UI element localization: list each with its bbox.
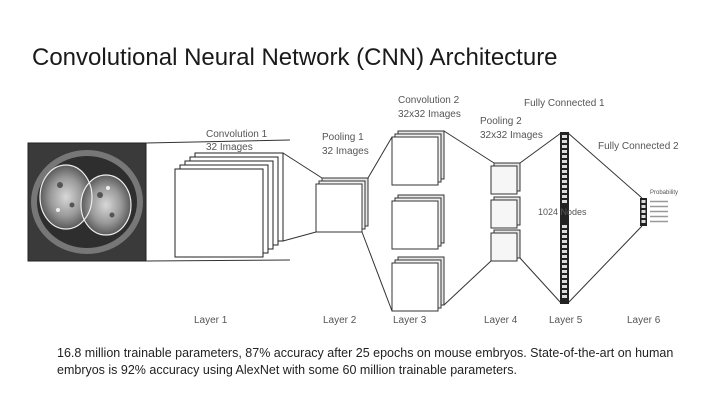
- fc2-node: [641, 205, 646, 208]
- fc2-node: [641, 200, 646, 203]
- fc1-node-column: [560, 132, 569, 304]
- diagram-labels: Convolution 1 32 Images Pooling 1 32 Ima…: [206, 95, 679, 217]
- fc2-title: Fully Connected 2: [598, 141, 679, 152]
- fc1-node: [562, 240, 567, 243]
- fc1-node: [562, 135, 567, 138]
- fc1-node: [562, 295, 567, 298]
- pool2-feature-maps: [490, 162, 521, 262]
- fc1-node: [562, 230, 567, 233]
- fc1-node: [562, 160, 567, 163]
- fc1-title: Fully Connected 1: [524, 98, 605, 109]
- conv2-subtitle: 32x32 Images: [398, 109, 461, 120]
- fc1-node: [562, 260, 567, 263]
- fc1-node: [562, 175, 567, 178]
- fc1-node: [562, 180, 567, 183]
- layer-label: Layer 4: [484, 315, 518, 326]
- fc2-node: [641, 215, 646, 218]
- fc1-node: [562, 140, 567, 143]
- fc1-node: [562, 280, 567, 283]
- conv2-title: Convolution 2: [398, 95, 460, 106]
- fc1-node: [562, 275, 567, 278]
- pool2-title: Pooling 2: [480, 116, 522, 127]
- fc2-output-nodes: [640, 198, 668, 226]
- fc1-node: [562, 195, 567, 198]
- nodes-label: 1024 Nodes: [538, 207, 587, 217]
- fc1-column-body: [560, 132, 569, 304]
- conv1-feature-maps: [174, 152, 284, 258]
- fc1-node: [562, 145, 567, 148]
- fc2-node: [641, 220, 646, 223]
- fc1-node: [562, 250, 567, 253]
- conv2-feature-maps: [391, 130, 445, 312]
- fc1-node: [562, 270, 567, 273]
- pool2-subtitle: 32x32 Images: [480, 130, 543, 141]
- fc1-node: [562, 225, 567, 228]
- fc1-node: [562, 150, 567, 153]
- fc1-node: [562, 235, 567, 238]
- layer-label: Layer 1: [194, 315, 228, 326]
- slide-title: Convolutional Neural Network (CNN) Archi…: [32, 44, 558, 71]
- fc1-node: [562, 185, 567, 188]
- fc1-node: [562, 290, 567, 293]
- fc1-node: [562, 200, 567, 203]
- fc1-node: [562, 255, 567, 258]
- fc1-node: [562, 170, 567, 173]
- fc1-node: [562, 190, 567, 193]
- pool1-title: Pooling 1: [322, 132, 364, 143]
- fc1-node: [562, 265, 567, 268]
- layer-label: Layer 3: [393, 315, 427, 326]
- slide-caption: 16.8 million trainable parameters, 87% a…: [57, 346, 674, 377]
- layer-labels: Layer 1 Layer 2 Layer 3 Layer 4 Layer 5 …: [194, 315, 661, 326]
- probability-label: Probability: [650, 190, 678, 196]
- fc2-node: [641, 210, 646, 213]
- fc1-node: [562, 155, 567, 158]
- connector-lines: [145, 130, 643, 312]
- pool1-feature-maps: [315, 177, 369, 233]
- embryo-image: [27, 142, 147, 262]
- fc1-node: [562, 285, 567, 288]
- fc1-node: [562, 165, 567, 168]
- layer-label: Layer 5: [549, 315, 583, 326]
- layer-label: Layer 6: [627, 315, 661, 326]
- pool1-subtitle: 32 Images: [322, 146, 369, 157]
- conv1-subtitle: 32 Images: [206, 142, 253, 153]
- layer-label: Layer 2: [323, 315, 357, 326]
- conv1-title: Convolution 1: [206, 129, 268, 140]
- fc1-node: [562, 245, 567, 248]
